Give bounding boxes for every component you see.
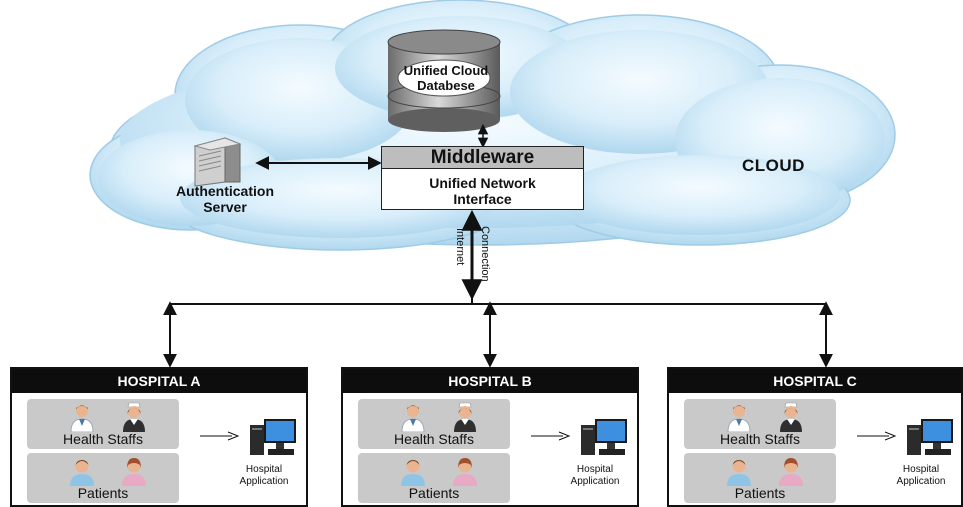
app-label-line1: Hospital	[902, 464, 940, 475]
middleware-box: Middleware Unified Network Interface	[381, 146, 584, 210]
connection-label: Connection	[479, 226, 491, 282]
server-icon	[193, 137, 242, 187]
app-label-line1: Hospital	[245, 464, 283, 475]
patients-group: Patients	[684, 453, 836, 503]
cloud-label: CLOUD	[742, 156, 805, 175]
health-staffs-label: Health Staffs	[63, 431, 143, 447]
hospital-app-label: Hospital Application	[224, 464, 304, 488]
app-label-line2: Application	[570, 476, 620, 487]
network-interface-line1: Unified Network	[429, 175, 536, 191]
database-label-line1: Unified Cloud	[403, 63, 489, 78]
patients-group: Patients	[27, 453, 179, 503]
hospital-a-panel: HOSPITAL A Health Staffs	[10, 367, 308, 507]
patients-group: Patients	[358, 453, 510, 503]
male-patient-icon	[727, 459, 751, 486]
doctor-icon	[727, 405, 751, 432]
female-patient-icon	[779, 458, 803, 486]
database-label: Unified Cloud Databese	[396, 63, 496, 94]
health-staffs-label: Health Staffs	[720, 431, 800, 447]
nurse-icon	[454, 402, 476, 432]
computer-icon	[907, 419, 953, 455]
hospital-b-panel: HOSPITAL B Health Staffs	[341, 367, 639, 507]
patients-label: Patients	[408, 485, 460, 501]
hospital-title: HOSPITAL B	[343, 369, 637, 393]
middleware-title: Middleware	[382, 147, 583, 169]
patients-label: Patients	[734, 485, 786, 501]
hospital-title: HOSPITAL C	[669, 369, 961, 393]
hospital-c-panel: HOSPITAL C Health Staffs	[667, 367, 963, 507]
doctor-icon	[70, 405, 94, 432]
health-staffs-group: Health Staffs	[684, 399, 836, 449]
app-label-line1: Hospital	[576, 464, 614, 475]
hospital-title: HOSPITAL A	[12, 369, 306, 393]
male-patient-icon	[401, 459, 425, 486]
patients-label: Patients	[77, 485, 129, 501]
network-interface-line2: Interface	[453, 191, 512, 207]
database-icon	[387, 29, 501, 132]
health-staffs-label: Health Staffs	[394, 431, 474, 447]
arrow-right-icon	[200, 431, 240, 441]
database-label-line2: Databese	[417, 77, 475, 93]
health-staffs-group: Health Staffs	[27, 399, 179, 449]
app-label-line2: Application	[239, 476, 289, 487]
auth-label-line2: Server	[203, 199, 247, 216]
auth-server-label: Authentication Server	[150, 183, 300, 215]
arrow-right-icon	[531, 431, 571, 441]
doctor-icon	[401, 405, 425, 432]
health-staffs-group: Health Staffs	[358, 399, 510, 449]
internet-label: Internet	[454, 228, 466, 266]
computer-icon	[581, 419, 627, 455]
network-interface-label: Unified Network Interface	[382, 175, 583, 207]
arrow-right-icon	[857, 431, 897, 441]
hospital-app-label: Hospital Application	[555, 464, 635, 488]
female-patient-icon	[122, 458, 146, 486]
female-patient-icon	[453, 458, 477, 486]
app-label-line2: Application	[896, 476, 946, 487]
nurse-icon	[123, 402, 145, 432]
auth-label-line1: Authentication	[176, 183, 274, 199]
nurse-icon	[780, 402, 802, 432]
hospital-app-label: Hospital Application	[881, 464, 961, 488]
male-patient-icon	[70, 459, 94, 486]
computer-icon	[250, 419, 296, 455]
